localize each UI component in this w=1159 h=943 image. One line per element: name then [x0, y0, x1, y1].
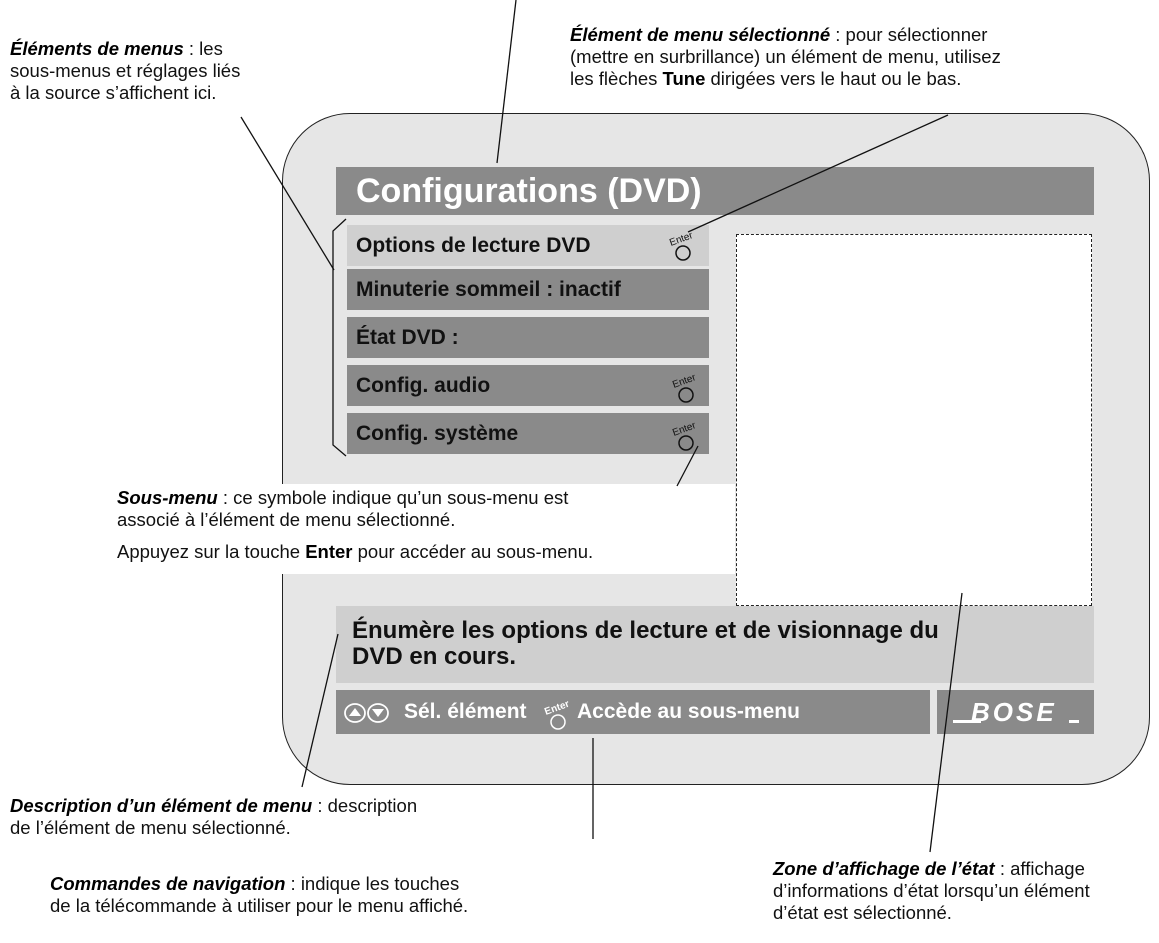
- bose-logo-box: BOSE: [937, 690, 1094, 734]
- callout-term: Sous-menu: [117, 487, 218, 508]
- callout-term: Zone d’affichage de l’état: [773, 858, 995, 879]
- callout-text: dirigées vers le haut ou le bas.: [705, 68, 962, 89]
- callout-key: Enter: [305, 541, 353, 562]
- callout-menu-elements: Éléments de menus : les sous-menus et ré…: [10, 38, 240, 104]
- callout-text: à la source s’affichent ici.: [10, 82, 217, 103]
- status-display-area: [736, 234, 1092, 606]
- callout-text: : pour sélectionner: [830, 24, 988, 45]
- callout-text: de l’élément de menu sélectionné.: [10, 817, 291, 838]
- menu-item-label: État DVD :: [356, 326, 459, 349]
- callout-term: Commandes de navigation: [50, 873, 286, 894]
- callout-key: Tune: [662, 68, 706, 89]
- nav-select-label: Sél. élément: [404, 700, 527, 723]
- callout-text: sous-menus et réglages liés: [10, 60, 241, 81]
- callout-text: : les: [183, 38, 223, 59]
- callout-navigation: Commandes de navigation : indique les to…: [50, 873, 468, 917]
- callout-text: d’état est sélectionné.: [773, 902, 952, 923]
- callout-term: Description d’un élément de menu: [10, 795, 313, 816]
- callout-item-description: Description d’un élément de menu : descr…: [10, 795, 417, 839]
- callout-background: [115, 484, 735, 574]
- nav-enter-label: Accède au sous-menu: [577, 700, 800, 723]
- menu-item-system-config[interactable]: Config. système: [347, 413, 709, 454]
- callout-text: d’informations d’état lorsqu’un élément: [773, 880, 1090, 901]
- menu-item-audio-config[interactable]: Config. audio: [347, 365, 709, 406]
- callout-submenu: Sous-menu : ce symbole indique qu’un sou…: [117, 487, 593, 563]
- callout-text: : indique les touches: [285, 873, 460, 894]
- bose-logo: BOSE: [971, 697, 1057, 727]
- callout-term: Éléments de menus: [10, 38, 184, 59]
- enter-icon: Enter: [543, 699, 571, 730]
- description-line: DVD en cours.: [352, 643, 517, 670]
- callout-term: Élément de menu sélectionné: [570, 24, 831, 45]
- menu-item-dvd-status[interactable]: État DVD :: [347, 317, 709, 358]
- logo-underline-icon: [953, 720, 1079, 723]
- callout-selected-item: Élément de menu sélectionné : pour sélec…: [570, 24, 1001, 90]
- up-down-arrows-icon: [344, 703, 389, 723]
- callout-text: : ce symbole indique qu’un sous-menu est: [217, 487, 569, 508]
- menu-item-label: Minuterie sommeil : inactif: [356, 278, 621, 301]
- enter-submenu-icon: Enter: [671, 420, 698, 451]
- callout-text: associé à l’élément de menu sélectionné.: [117, 509, 456, 530]
- menu-item-label: Config. audio: [356, 374, 491, 397]
- callout-text: : affichage: [994, 858, 1085, 879]
- menu-item-sleep-timer[interactable]: Minuterie sommeil : inactif: [347, 269, 709, 310]
- enter-submenu-icon: Enter: [671, 372, 698, 403]
- callout-status-area: Zone d’affichage de l’état : affichage d…: [773, 858, 1090, 924]
- callout-text: pour accéder au sous-menu.: [352, 541, 594, 562]
- menu-item-label: Options de lecture DVD: [356, 234, 591, 257]
- description-line: Énumère les options de lecture et de vis…: [352, 617, 939, 644]
- menu-header-title: Configurations (DVD): [336, 167, 1094, 215]
- item-description-bar: Énumère les options de lecture et de vis…: [336, 606, 1094, 683]
- callout-text: les flèches: [570, 68, 663, 89]
- callout-text: (mettre en surbrillance) un élément de m…: [570, 46, 1001, 67]
- menu-item-dvd-options[interactable]: Options de lecture DVD: [347, 225, 709, 266]
- callout-text: de la télécommande à utiliser pour le me…: [50, 895, 469, 916]
- menu-item-label: Config. système: [356, 422, 519, 445]
- callout-text: : description: [312, 795, 418, 816]
- callout-text: Appuyez sur la touche: [117, 541, 306, 562]
- navigation-bar: Sél. élément Enter Accède au sous-menu: [336, 690, 930, 734]
- enter-submenu-icon: Enter: [668, 230, 695, 261]
